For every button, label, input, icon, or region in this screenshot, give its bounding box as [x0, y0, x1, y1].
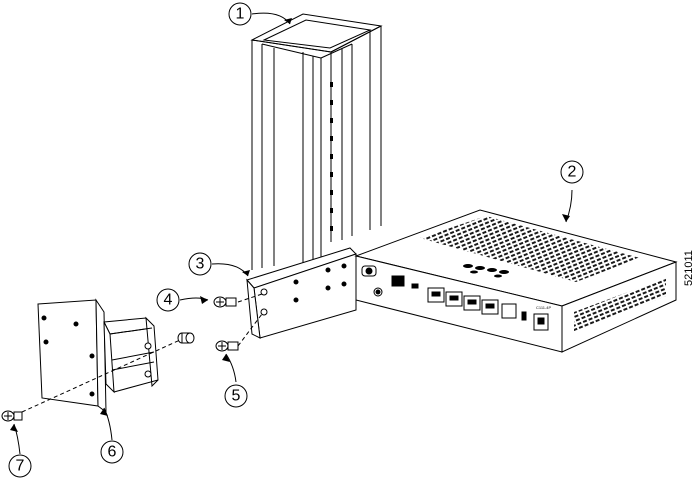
screw-4 — [213, 296, 237, 308]
callout-7: 7 — [8, 454, 32, 478]
screw-5 — [215, 340, 239, 352]
screw-7 — [1, 410, 23, 422]
router-device — [354, 209, 678, 353]
front-bracket — [246, 247, 357, 339]
callout-2-label: 2 — [568, 164, 577, 181]
callout-5-label: 5 — [232, 388, 241, 405]
rack-holes — [330, 82, 333, 231]
ethernet-ports — [427, 287, 499, 315]
callout-1-label: 1 — [236, 6, 245, 23]
callout-6: 6 — [100, 440, 124, 464]
rear-bracket — [37, 298, 159, 414]
callout-3-label: 3 — [196, 256, 205, 273]
callout-2: 2 — [560, 160, 584, 184]
callout-4: 4 — [156, 288, 180, 312]
callout-3: 3 — [188, 252, 212, 276]
callout-7-label: 7 — [16, 458, 25, 475]
callout-1: 1 — [228, 2, 252, 26]
callout-6-label: 6 — [108, 444, 117, 461]
rack-post — [250, 13, 383, 302]
alignment-lines — [21, 293, 263, 413]
figure-id: 521011 — [683, 250, 695, 286]
standoff — [177, 332, 195, 344]
callout-4-label: 4 — [164, 292, 173, 309]
cisco-logo — [463, 264, 509, 278]
leader-arrowheads — [10, 18, 570, 432]
callout-5: 5 — [224, 384, 248, 408]
model-label: C111-4P — [536, 305, 552, 310]
